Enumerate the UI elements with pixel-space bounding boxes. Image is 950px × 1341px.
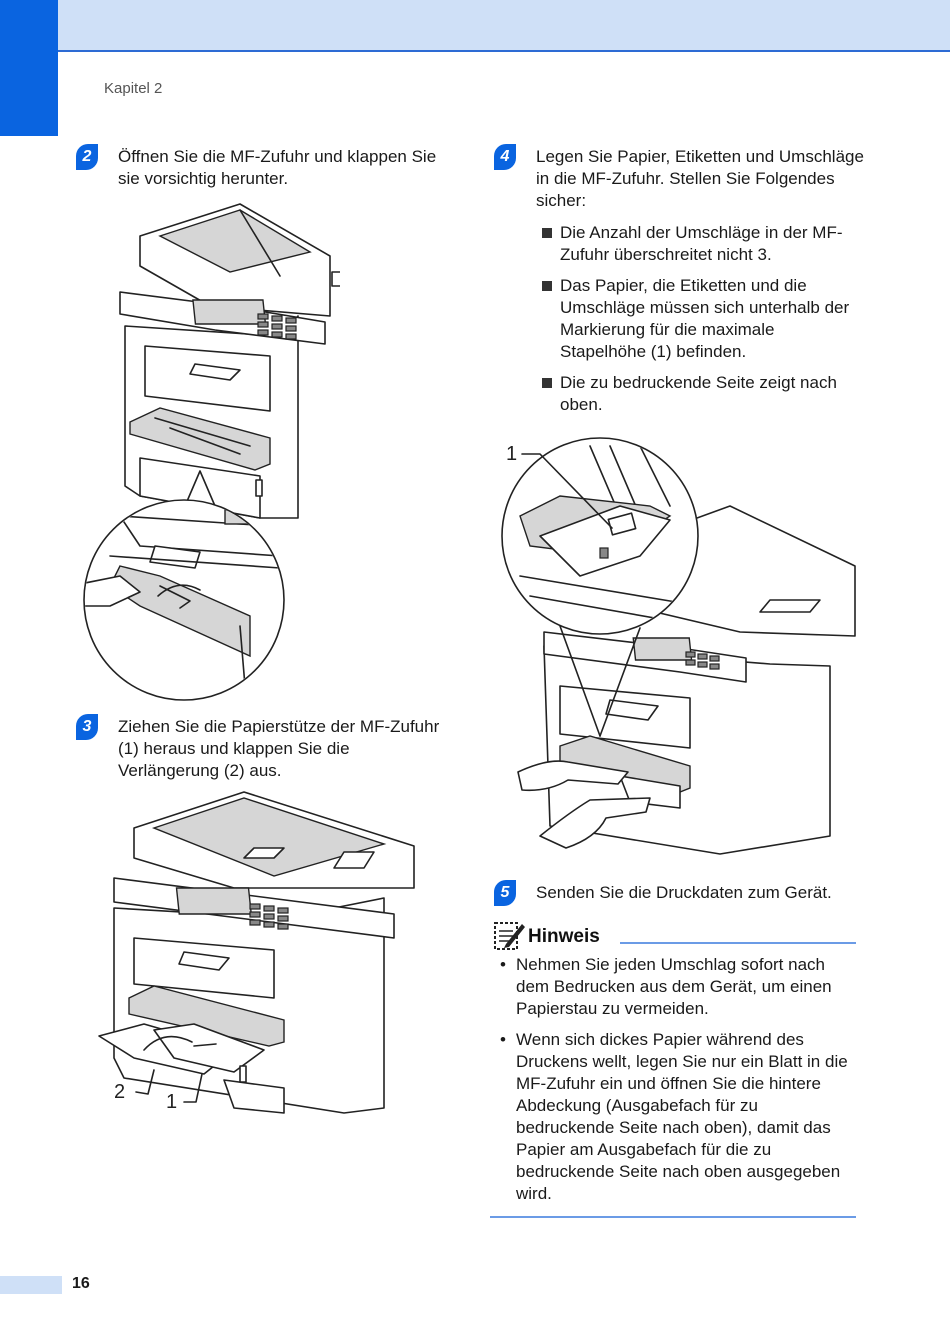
list-item: Die Anzahl der Umschläge in der MF-Zufuh… xyxy=(540,222,860,266)
step-text: Öffnen Sie die MF-Zufuhr und klappen Sie… xyxy=(118,147,437,188)
hint-list: Nehmen Sie jeden Umschlag sofort nach de… xyxy=(500,954,860,1214)
hint-title: Hinweis xyxy=(528,926,600,947)
page-number: 16 xyxy=(72,1275,90,1292)
requirements-list: Die Anzahl der Umschläge in der MF-Zufuh… xyxy=(540,222,860,425)
footer-band xyxy=(0,1276,62,1294)
step-text: Ziehen Sie die Papierstütze der MF-Zufuh… xyxy=(118,717,440,780)
hint-header: Hinweis xyxy=(492,918,858,954)
hint-item: Wenn sich dickes Papier während des Druc… xyxy=(500,1029,860,1205)
figure-load-envelopes: 1 xyxy=(501,437,856,855)
chapter-tab xyxy=(0,0,58,136)
callout-1: 1 xyxy=(166,1091,177,1113)
step-text: Legen Sie Papier, Etiketten und Umschläg… xyxy=(536,147,864,210)
step-text: Senden Sie die Druckdaten zum Gerät. xyxy=(536,883,832,902)
step-number: 3 xyxy=(76,714,98,740)
callout-1: 1 xyxy=(506,443,517,465)
figure-open-mp-tray xyxy=(83,203,340,701)
hint-end-rule xyxy=(490,1216,856,1218)
hint-item: Nehmen Sie jeden Umschlag sofort nach de… xyxy=(500,954,860,1020)
step-number: 2 xyxy=(76,144,98,170)
header-band xyxy=(0,0,950,52)
chapter-label: Kapitel 2 xyxy=(104,80,163,97)
step-number: 4 xyxy=(494,144,516,170)
hint-rule xyxy=(620,942,856,944)
note-pencil-icon xyxy=(494,922,525,950)
list-item: Die zu bedruckende Seite zeigt nach oben… xyxy=(540,372,860,416)
step-number: 5 xyxy=(494,880,516,906)
list-item: Das Papier, die Etiketten und die Umschl… xyxy=(540,275,860,363)
figure-pull-out-support: 2 1 xyxy=(98,791,415,1114)
callout-2: 2 xyxy=(114,1081,125,1103)
